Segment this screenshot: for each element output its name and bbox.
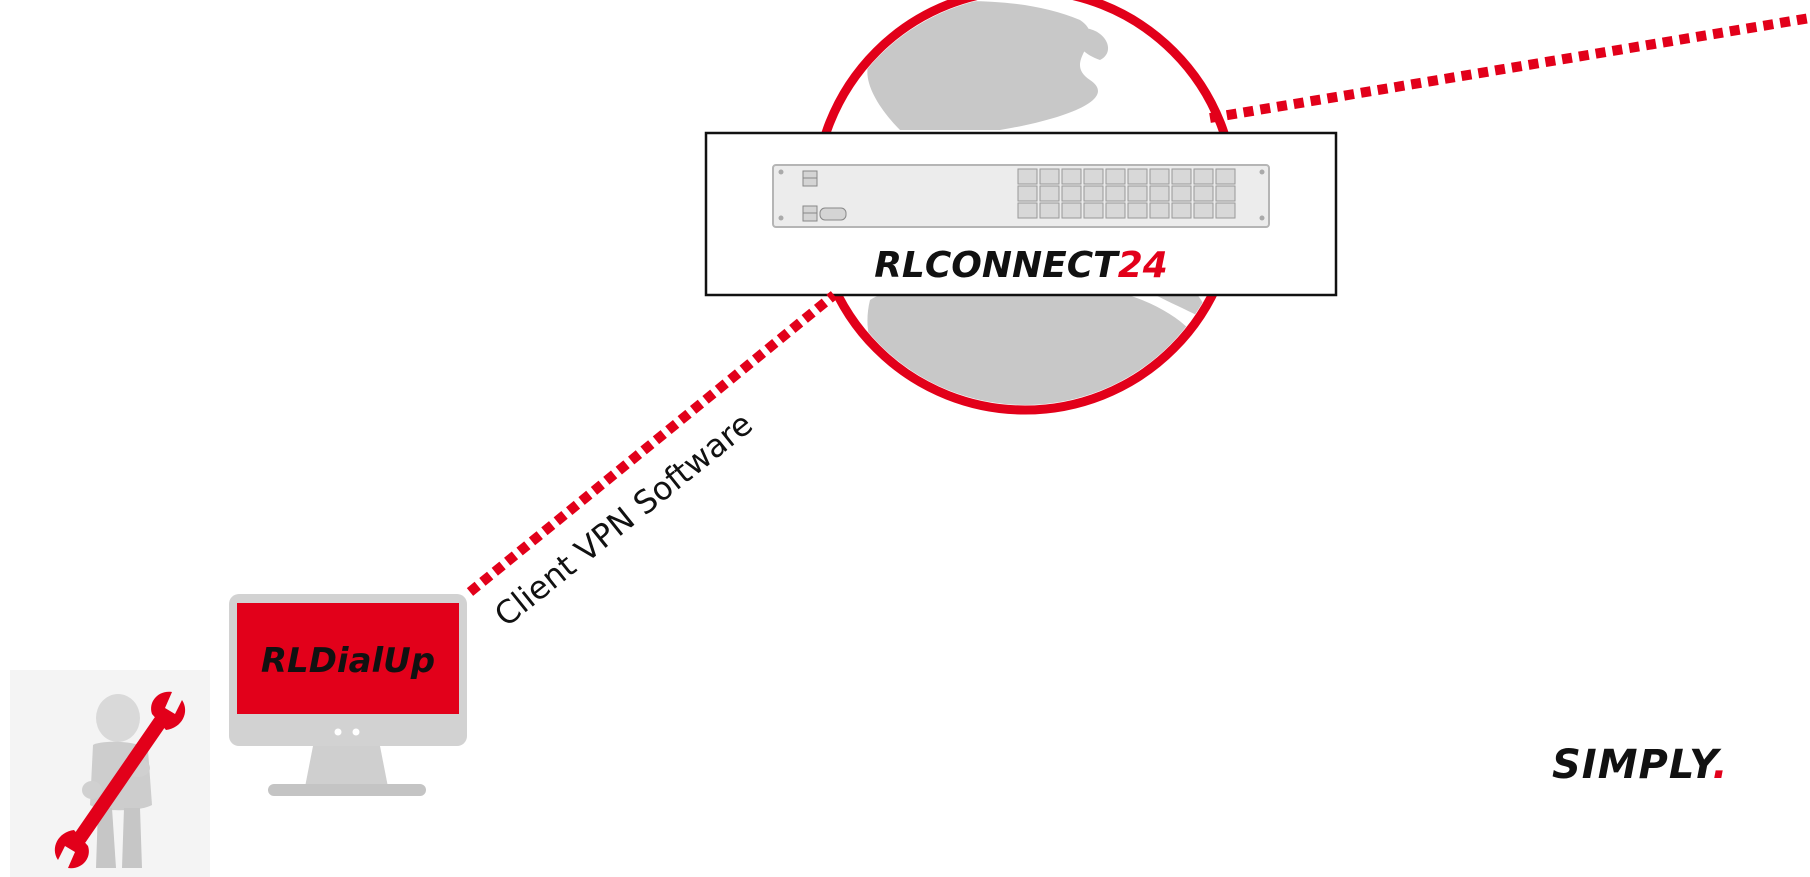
switch-port [1193, 168, 1214, 185]
switch-port [1171, 168, 1192, 185]
switch-port [1127, 202, 1148, 219]
brand-logo: SIMPLY. [1552, 742, 1729, 788]
switch-port [1105, 202, 1126, 219]
switch-port [1039, 168, 1060, 185]
switch-port [1171, 202, 1192, 219]
vpn-connection-label: Client VPN Software [487, 405, 760, 635]
switch-port [1193, 185, 1214, 202]
network-switch-icon [772, 164, 1270, 228]
switch-port [1215, 185, 1236, 202]
router-name-accent: 24 [1118, 245, 1168, 286]
switch-port [1083, 202, 1104, 219]
switch-port [1061, 185, 1082, 202]
brand-text: SIMPLY [1552, 742, 1722, 788]
switch-port [1193, 202, 1214, 219]
switch-port [1061, 202, 1082, 219]
switch-port [1149, 185, 1170, 202]
switch-port [1083, 168, 1104, 185]
remote-connection-line [1209, 13, 1810, 123]
switch-port [1039, 185, 1060, 202]
brand-accent: . [1712, 742, 1728, 788]
switch-port [1215, 202, 1236, 219]
switch-port [1215, 168, 1236, 185]
switch-port [1083, 185, 1104, 202]
switch-port [1017, 185, 1038, 202]
switch-port [1061, 168, 1082, 185]
switch-port [1105, 185, 1126, 202]
switch-port [1105, 168, 1126, 185]
router-title: RLCONNECT24 [874, 245, 1168, 286]
monitor-label: RLDialUp [261, 641, 435, 681]
technician-with-wrench-icon [10, 670, 210, 877]
switch-port [1127, 168, 1148, 185]
switch-port [1127, 185, 1148, 202]
router-box: RLCONNECT24 [704, 131, 1338, 297]
switch-port [1017, 202, 1038, 219]
monitor-icon: RLDialUp [229, 594, 467, 796]
switch-port [1149, 168, 1170, 185]
switch-port [1171, 185, 1192, 202]
switch-port [1017, 168, 1038, 185]
switch-port [1039, 202, 1060, 219]
switch-port [1149, 202, 1170, 219]
router-name-main: RLCONNECT [874, 245, 1120, 286]
vpn-connection-line [466, 291, 838, 596]
